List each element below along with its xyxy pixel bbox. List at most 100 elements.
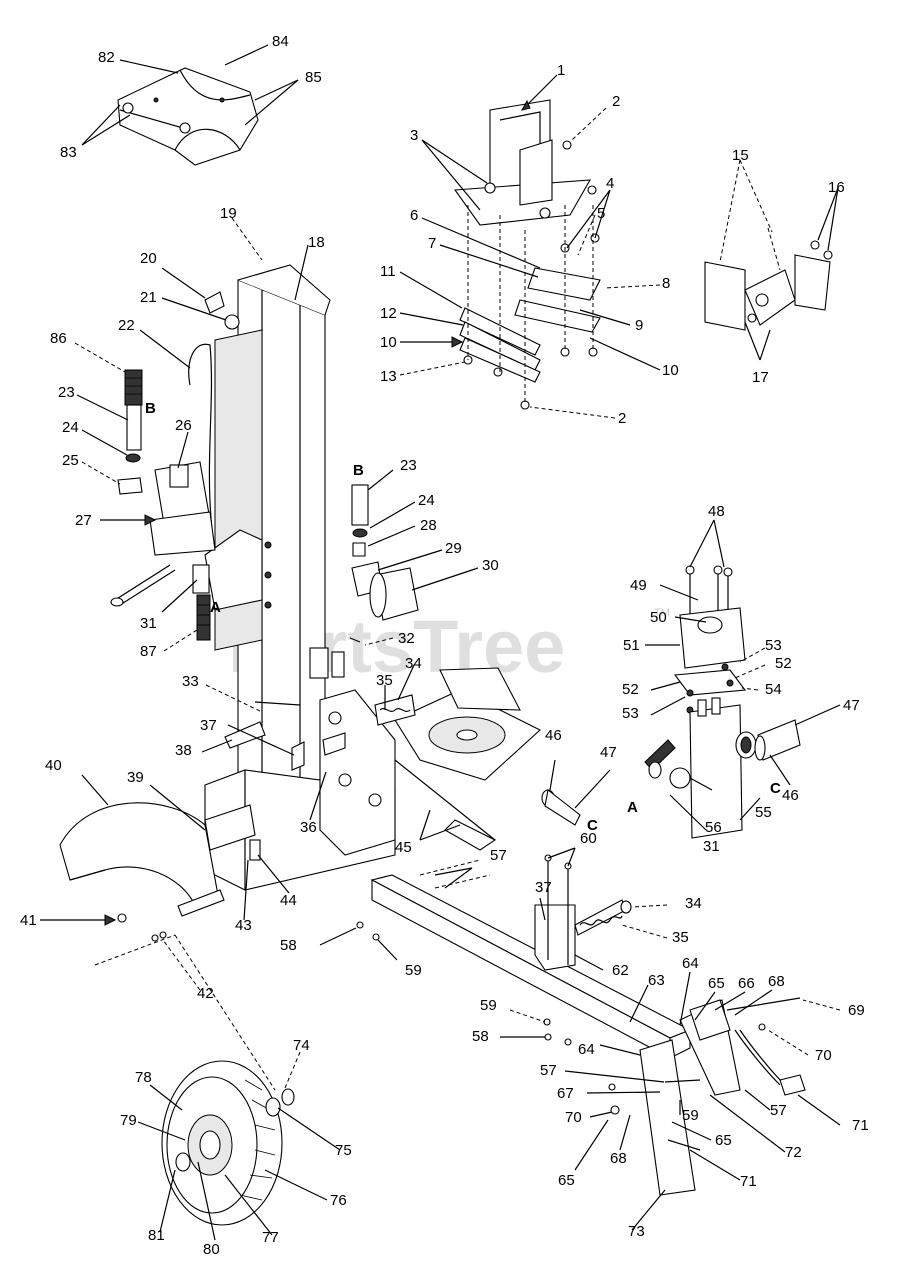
callout-15: 15 (732, 147, 749, 164)
cylinder-hose-connectors (541, 739, 676, 826)
callout-23-right: 23 (400, 457, 417, 474)
callout-3: 3 (410, 127, 418, 144)
callout-44: 44 (280, 892, 297, 909)
callout-7: 7 (428, 235, 436, 252)
watermark-trademark: TM (654, 607, 670, 619)
callout-64-mid: 64 (578, 1041, 595, 1058)
callout-59-bottom: 59 (682, 1107, 699, 1124)
callout-48: 48 (708, 503, 725, 520)
callout-56: 56 (705, 819, 722, 836)
callout-31-right: 31 (703, 838, 720, 855)
hydraulic-hose (188, 343, 213, 531)
callout-24-right: 24 (418, 492, 435, 509)
callout-17: 17 (752, 369, 769, 386)
connector-a-right: A (627, 799, 638, 816)
callout-83: 83 (60, 144, 77, 161)
callout-30: 30 (482, 557, 499, 574)
callout-36: 36 (300, 819, 317, 836)
callout-37-top: 37 (200, 717, 217, 734)
callout-34-bottom: 34 (685, 895, 702, 912)
callout-9: 9 (635, 317, 643, 334)
callout-58-mid: 58 (472, 1028, 489, 1045)
callout-79: 79 (120, 1112, 137, 1129)
callout-65-mid: 65 (715, 1132, 732, 1149)
callout-29: 29 (445, 540, 462, 557)
callout-11: 11 (380, 263, 396, 280)
connector-c-right: C (770, 780, 781, 797)
callout-33: 33 (182, 673, 199, 690)
callout-68-bottom: 68 (610, 1150, 627, 1167)
callout-55: 55 (755, 804, 772, 821)
callout-57-right: 57 (770, 1102, 787, 1119)
callout-45: 45 (395, 839, 412, 856)
callout-74: 74 (293, 1037, 310, 1054)
callout-41: 41 (20, 912, 37, 929)
callout-22: 22 (118, 317, 135, 334)
bracket-assembly (704, 227, 833, 331)
connector-a-left: A (210, 599, 221, 616)
callout-23-left: 23 (58, 384, 75, 401)
callout-71-right: 71 (852, 1117, 869, 1134)
callout-63: 63 (648, 972, 665, 989)
callout-10-right: 10 (662, 362, 679, 379)
callout-50: 50 (650, 609, 667, 626)
callout-85: 85 (305, 69, 322, 86)
callout-39: 39 (127, 769, 144, 786)
control-valve-assembly (110, 369, 216, 641)
callout-52-right: 52 (775, 655, 792, 672)
callout-57-top: 57 (490, 847, 507, 864)
callout-42: 42 (197, 985, 214, 1002)
callout-80: 80 (203, 1241, 220, 1258)
callout-1: 1 (557, 62, 565, 79)
callout-13: 13 (380, 368, 397, 385)
callout-46-right: 46 (782, 787, 799, 804)
callout-77: 77 (262, 1229, 279, 1246)
connector-b-left: B (145, 400, 156, 417)
callout-66: 66 (738, 975, 755, 992)
callout-82: 82 (98, 49, 115, 66)
callout-65-bottom: 65 (558, 1172, 575, 1189)
callout-76: 76 (330, 1192, 347, 1209)
callout-73: 73 (628, 1223, 645, 1240)
callout-34-top: 34 (405, 655, 422, 672)
callout-70-right: 70 (815, 1047, 832, 1064)
cylinder-assembly (669, 565, 801, 839)
callout-6: 6 (410, 207, 418, 224)
callout-2-bottom: 2 (618, 410, 626, 427)
callout-65-top: 65 (708, 975, 725, 992)
wedge-assembly (453, 99, 601, 410)
callout-4: 4 (606, 175, 614, 192)
callout-71-bottom: 71 (740, 1173, 757, 1190)
callout-58-top: 58 (280, 937, 297, 954)
callout-40: 40 (45, 757, 62, 774)
callout-62: 62 (612, 962, 629, 979)
callout-8: 8 (662, 275, 670, 292)
callout-60: 60 (580, 830, 597, 847)
base-assembly (204, 647, 541, 891)
callout-64-top: 64 (682, 955, 699, 972)
connector-b-right: B (353, 462, 364, 479)
arrowheads (104, 99, 531, 926)
callout-53-left: 53 (622, 705, 639, 722)
callout-19: 19 (220, 205, 237, 222)
callout-numbers: 82 84 85 83 1 2 3 4 5 6 7 8 9 10 11 12 1… (20, 33, 869, 1258)
callout-27: 27 (75, 512, 92, 529)
callout-24-left: 24 (62, 419, 79, 436)
callout-31-left: 31 (140, 615, 157, 632)
callout-87: 87 (140, 643, 157, 660)
connector-c-left: C (587, 817, 598, 834)
callout-25: 25 (62, 452, 79, 469)
callout-84: 84 (272, 33, 289, 50)
callout-52-left: 52 (622, 681, 639, 698)
callout-26: 26 (175, 417, 192, 434)
callout-59-mid: 59 (480, 997, 497, 1014)
callout-51: 51 (623, 637, 640, 654)
callout-69: 69 (848, 1002, 865, 1019)
wheel-assembly (161, 1060, 295, 1226)
callout-5: 5 (597, 205, 605, 222)
callout-68-top: 68 (768, 973, 785, 990)
callout-54: 54 (765, 681, 782, 698)
fender-assembly (59, 802, 276, 1091)
callout-46-left: 46 (545, 727, 562, 744)
